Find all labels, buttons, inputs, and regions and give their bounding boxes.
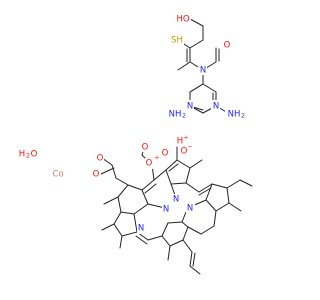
formyl-nitrogen-label: N (200, 66, 206, 76)
bond (185, 167, 191, 184)
bond (211, 183, 228, 189)
bond (169, 239, 184, 247)
bond (189, 251, 193, 267)
bond (187, 226, 202, 235)
bond (117, 196, 122, 213)
bond (103, 196, 119, 205)
water-h-label: H (19, 150, 25, 160)
bond (205, 199, 217, 212)
bond (181, 221, 189, 228)
bond (168, 163, 179, 172)
bond (185, 182, 200, 193)
structure-drawing: HO SH O N N N NH 2 NH 2 H 2 O H + O − O … (19, 13, 253, 275)
bond (202, 83, 217, 93)
bond (165, 169, 172, 185)
bond (121, 231, 138, 237)
hydroxyl-label: HO (176, 15, 189, 25)
bond (120, 211, 135, 215)
bond (189, 18, 204, 27)
bond (176, 159, 191, 169)
bond (127, 184, 143, 191)
formyl-oxygen-label: O (224, 41, 231, 51)
bond (167, 221, 183, 224)
bond (133, 203, 149, 215)
acid-charge-plus: + (154, 155, 159, 162)
bond (170, 182, 187, 185)
atom-labels: HO SH O N N N NH 2 NH 2 H 2 O H + O − O … (19, 13, 247, 234)
porphyrin-fragment (100, 144, 253, 275)
water-o-label: O (31, 150, 38, 160)
thiol-label: SH (171, 36, 183, 46)
bond (113, 223, 123, 237)
propionate-oxygen-a: O (97, 154, 104, 164)
bond (215, 202, 230, 212)
bond (101, 223, 115, 231)
cobalt-label: Co (52, 170, 63, 180)
bond (198, 187, 212, 196)
bond (205, 183, 213, 201)
bond (141, 189, 149, 205)
porphyrin-nitrogen-4: N (138, 224, 144, 234)
bond (198, 183, 213, 193)
bond (100, 167, 115, 175)
bond (213, 210, 217, 227)
bond (226, 179, 241, 189)
bond (161, 222, 169, 237)
pyrimidine-nitrogen-1: N (187, 102, 193, 112)
proton-label-1: H (177, 137, 183, 147)
bond (189, 83, 204, 93)
amino-label-a: NH (169, 110, 182, 120)
bond (192, 252, 196, 267)
proton-charge-1: + (183, 135, 188, 142)
bond (226, 187, 230, 204)
bond (119, 235, 123, 249)
bond (111, 164, 117, 179)
bond (144, 183, 157, 194)
amino-subscript-a: 2 (182, 113, 186, 120)
carboxyl-oxygen: O (162, 149, 169, 159)
bond (135, 235, 148, 245)
porphyrin-nitrogen-1: N (173, 195, 179, 205)
bond (228, 202, 242, 212)
bond (147, 235, 163, 241)
bond (239, 179, 253, 187)
amino-subscript-b: 2 (241, 113, 245, 120)
bond (200, 225, 215, 235)
bond (182, 239, 193, 253)
bond (167, 245, 171, 261)
bond (115, 177, 129, 186)
bond (182, 226, 189, 241)
bond (189, 39, 204, 49)
amino-label-b: NH (228, 110, 241, 120)
bond (189, 265, 201, 275)
acid-oxygen-a: O (142, 143, 149, 153)
bond (161, 235, 171, 247)
bond (177, 61, 191, 71)
propionate-oxygen-b: O (93, 170, 100, 180)
porphyrin-nitrogen-3: N (163, 205, 169, 215)
porphyrin-nitrogen-2: N (187, 204, 193, 214)
bond (165, 159, 178, 171)
bond (117, 184, 129, 198)
bond (181, 211, 187, 223)
bond (189, 159, 203, 169)
acid-oxygen-b: O (146, 159, 153, 169)
pyrimidine-nitrogen-2: N (213, 102, 219, 112)
bond (133, 213, 138, 233)
bond (141, 179, 155, 191)
water-subscript: 2 (26, 153, 30, 160)
bond (113, 211, 122, 225)
carboxylate-charge-top: − (187, 144, 192, 151)
bond (192, 106, 204, 111)
molecule-canvas: HO SH O N N N NH 2 NH 2 H 2 O H + O − O … (18, 13, 253, 275)
carboxylate-oxygen-top: O (181, 147, 188, 157)
bond (153, 169, 167, 181)
